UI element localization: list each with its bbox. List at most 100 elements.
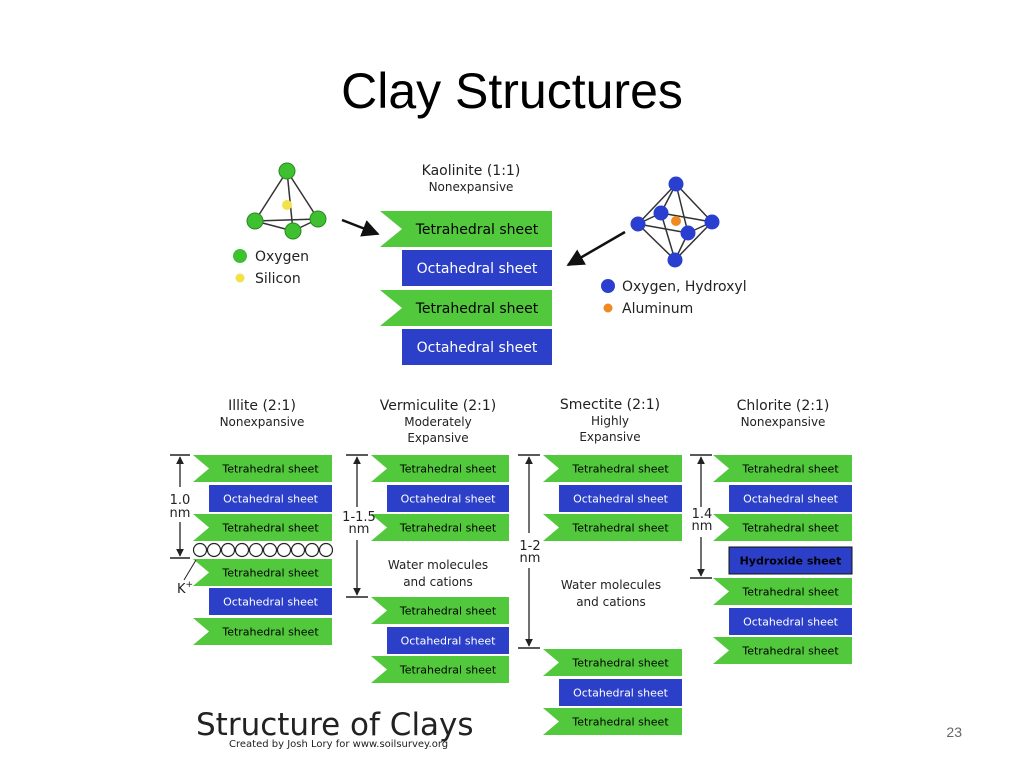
caption-credit: Created by Josh Lory for www.soilsurvey.… (229, 739, 448, 750)
tetrahedral-sheet: Tetrahedral sheet (371, 514, 509, 541)
illite-subtitle: Nonexpansive (220, 415, 305, 429)
tetrahedral-sheet-label: Tetrahedral sheet (399, 521, 497, 534)
oxygen-legend: Oxygen Silicon (233, 249, 309, 287)
tetrahedral-sheet: Tetrahedral sheet (380, 290, 552, 326)
octahedral-sheet-label: Octahedral sheet (401, 492, 497, 505)
potassium-ion-icon (304, 542, 320, 558)
chlorite-spacing-value: 1.4 (692, 507, 713, 522)
tetrahedral-sheet: Tetrahedral sheet (371, 455, 509, 482)
tetrahedral-sheet: Tetrahedral sheet (380, 211, 552, 247)
tetrahedral-sheet-label: Tetrahedral sheet (741, 644, 839, 657)
tetrahedral-sheet: Tetrahedral sheet (713, 578, 852, 605)
illite-title: Illite (2:1) (228, 398, 296, 414)
vermiculite-spacing-bracket-icon (346, 454, 368, 598)
slide-title: Clay Structures (341, 63, 683, 119)
octahedron-icon (630, 176, 720, 268)
tetrahedral-sheet-label: Tetrahedral sheet (741, 462, 839, 475)
tetrahedral-sheet: Tetrahedral sheet (713, 637, 852, 664)
smectite-water-label-1: Water molecules (561, 578, 661, 592)
tetrahedral-sheet: Tetrahedral sheet (371, 656, 509, 683)
k-ion-label: K+ (177, 580, 193, 597)
tetrahedral-sheet-label: Tetrahedral sheet (399, 462, 497, 475)
tetrahedral-sheet-label: Tetrahedral sheet (741, 585, 839, 598)
tetrahedral-sheet-label: Tetrahedral sheet (415, 222, 539, 238)
chlorite-title: Chlorite (2:1) (737, 398, 830, 414)
smectite-spacing-value: 1-2 (519, 539, 540, 554)
tetrahedral-sheet-label: Tetrahedral sheet (221, 462, 319, 475)
kaolinite-subtitle: Nonexpansive (429, 180, 514, 194)
tetrahedral-sheet: Tetrahedral sheet (713, 455, 852, 482)
smectite-subtitle-1: Highly (591, 414, 629, 428)
k-pointer-line (183, 559, 197, 581)
illite-spacing-value: 1.0 (170, 493, 191, 508)
kaolinite-title: Kaolinite (1:1) (422, 163, 521, 179)
tetrahedral-sheet-label: Tetrahedral sheet (399, 604, 497, 617)
right-arrow-icon (566, 230, 626, 267)
potassium-ion-icon (262, 542, 278, 558)
potassium-ion-icon (248, 542, 264, 558)
vermiculite-title: Vermiculite (2:1) (380, 398, 497, 414)
tetrahedral-sheet-label: Tetrahedral sheet (571, 656, 669, 669)
slide-number: 23 (946, 724, 962, 740)
octahedral-sheet-label: Octahedral sheet (401, 634, 497, 647)
tetrahedral-sheet: Tetrahedral sheet (543, 649, 682, 676)
tetrahedral-sheet: Tetrahedral sheet (713, 514, 852, 541)
chlorite-spacing-unit: nm (692, 519, 713, 534)
octahedral-sheet-label: Octahedral sheet (223, 595, 319, 608)
tetrahedral-sheet: Tetrahedral sheet (193, 455, 332, 482)
tetrahedral-sheet-label: Tetrahedral sheet (399, 663, 497, 676)
potassium-ion-icon (220, 542, 236, 558)
octahedral-sheet: Octahedral sheet (387, 627, 509, 654)
octahedral-sheet: Octahedral sheet (559, 485, 682, 512)
octahedral-sheet-label: Octahedral sheet (573, 492, 669, 505)
chlorite-subtitle: Nonexpansive (741, 415, 826, 429)
tetrahedral-sheet-label: Tetrahedral sheet (571, 521, 669, 534)
octahedral-sheet-label: Octahedral sheet (223, 492, 319, 505)
tetrahedral-sheet-label: Tetrahedral sheet (415, 301, 539, 317)
octahedral-sheet: Octahedral sheet (402, 329, 552, 365)
vermiculite-water-label-1: Water molecules (388, 558, 488, 572)
vermiculite-spacing-unit: nm (349, 522, 370, 537)
smectite-spacing-bracket-icon (518, 454, 540, 649)
tetrahedral-sheet: Tetrahedral sheet (543, 708, 682, 735)
octahedral-sheet-label: Octahedral sheet (417, 340, 538, 356)
potassium-ion-row (192, 542, 334, 558)
tetrahedral-sheet-label: Tetrahedral sheet (221, 521, 319, 534)
potassium-ion-icon (290, 542, 306, 558)
illite-spacing-unit: nm (170, 506, 191, 521)
tetrahedral-sheet: Tetrahedral sheet (371, 597, 509, 624)
vermiculite-subtitle-2: Expansive (407, 431, 468, 445)
octahedral-sheet: Octahedral sheet (729, 608, 852, 635)
silicon-label: Silicon (255, 271, 301, 287)
smectite-subtitle-2: Expansive (579, 430, 640, 444)
octahedral-sheet-label: Octahedral sheet (417, 261, 538, 277)
oxygen-hydroxyl-legend: Oxygen, Hydroxyl Aluminum (601, 279, 747, 317)
octahedral-sheet: Octahedral sheet (729, 485, 852, 512)
oxygen-label: Oxygen (255, 249, 309, 265)
smectite-water-label-2: and cations (576, 595, 646, 609)
potassium-ion-icon (234, 542, 250, 558)
vermiculite-water-label-2: and cations (403, 575, 473, 589)
tetrahedral-sheet: Tetrahedral sheet (193, 514, 332, 541)
tetrahedral-sheet: Tetrahedral sheet (543, 455, 682, 482)
tetrahedral-sheet-label: Tetrahedral sheet (571, 715, 669, 728)
silicon-dot-icon (235, 273, 245, 283)
octahedral-sheet-label: Octahedral sheet (743, 615, 839, 628)
potassium-ion-icon (192, 542, 208, 558)
vermiculite-subtitle-1: Moderately (404, 415, 472, 429)
tetrahedral-sheet-label: Tetrahedral sheet (221, 625, 319, 638)
octahedral-sheet-label: Octahedral sheet (743, 492, 839, 505)
tetrahedral-sheet: Tetrahedral sheet (543, 514, 682, 541)
oxygen-hydroxyl-label: Oxygen, Hydroxyl (622, 279, 747, 295)
left-arrow-icon (341, 218, 380, 237)
potassium-ion-icon (318, 542, 334, 558)
tetrahedral-sheet-label: Tetrahedral sheet (741, 521, 839, 534)
smectite-title: Smectite (2:1) (560, 397, 660, 413)
smectite-spacing-unit: nm (520, 551, 541, 566)
vermiculite-spacing-value: 1-1.5 (342, 510, 376, 525)
octahedral-sheet: Octahedral sheet (402, 250, 552, 286)
octahedral-sheet: Octahedral sheet (209, 588, 332, 615)
